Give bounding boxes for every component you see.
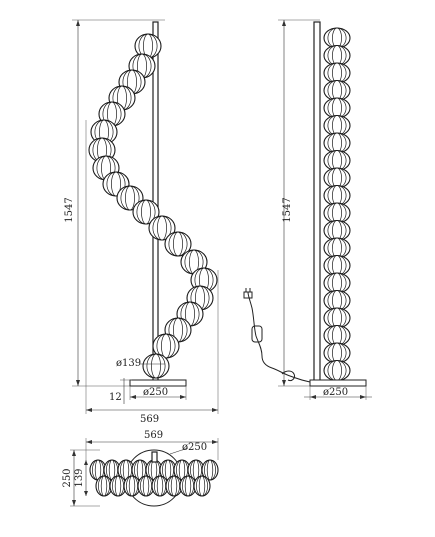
side-ball-shade	[323, 219, 351, 242]
side-base-diameter-label: ø250	[323, 387, 348, 398]
front-base-diameter-dimension: ø250	[129, 386, 187, 400]
power-cord	[247, 291, 311, 383]
top-width-dimension: 569	[85, 430, 219, 460]
top-pole	[151, 451, 158, 463]
front-base	[129, 379, 187, 387]
top-ball-shade	[151, 475, 169, 497]
power-plug	[243, 288, 253, 299]
top-base-diameter-callout: ø250	[169, 442, 207, 455]
side-ball-stack	[323, 27, 351, 382]
front-width-dimension: 569	[85, 120, 219, 425]
side-ball-shade	[323, 114, 351, 137]
side-height-label: 1547	[282, 197, 293, 222]
side-view: 1547 ø250	[243, 19, 372, 400]
front-ball-shade	[132, 199, 160, 225]
front-ball-shade	[142, 353, 170, 379]
front-base-height-dimension: 12	[109, 378, 132, 404]
side-base	[309, 379, 367, 387]
front-ball-shade	[152, 333, 180, 359]
top-depth-dimension: 250	[62, 449, 100, 507]
side-ball-shade	[323, 359, 351, 382]
top-ball-shade	[137, 475, 155, 497]
top-ball-shade	[193, 475, 211, 497]
side-ball-shade	[323, 324, 351, 347]
side-ball-shade	[323, 307, 351, 329]
front-base-height-label: 12	[109, 392, 122, 403]
side-ball-shade	[323, 149, 351, 172]
top-ball-dimension: 139	[74, 460, 88, 496]
top-width-label: 569	[144, 430, 163, 441]
front-ball-shade	[148, 215, 176, 241]
top-view: 569 ø250 250 139	[62, 430, 219, 507]
top-ball-shade	[95, 475, 113, 497]
top-ball-shade	[109, 475, 127, 497]
side-height-dimension: 1547	[278, 19, 320, 387]
side-base-diameter-dimension: ø250	[304, 386, 372, 400]
top-ball-row	[89, 459, 219, 497]
top-base-diameter-label: ø250	[182, 442, 207, 453]
top-depth-label: 250	[62, 468, 73, 487]
side-ball-shade	[323, 62, 351, 84]
side-ball-shade	[323, 27, 351, 49]
front-view: 1547 12 ø250 ø139	[64, 19, 219, 425]
top-ball-label: 139	[74, 468, 85, 487]
front-ball-chain	[88, 33, 218, 379]
front-height-label: 1547	[64, 197, 75, 222]
front-ball-diameter-label: ø139	[116, 358, 141, 369]
front-ball-diameter-callout: ø139	[116, 358, 165, 369]
side-pole	[313, 21, 321, 385]
front-height-dimension: 1547	[64, 19, 165, 387]
front-width-label: 569	[140, 414, 159, 425]
front-ball-shade	[164, 231, 192, 257]
cord-switch	[251, 325, 263, 343]
front-base-diameter-label: ø250	[143, 387, 168, 398]
top-ball-shade	[201, 459, 219, 481]
cord-loop	[281, 370, 295, 381]
